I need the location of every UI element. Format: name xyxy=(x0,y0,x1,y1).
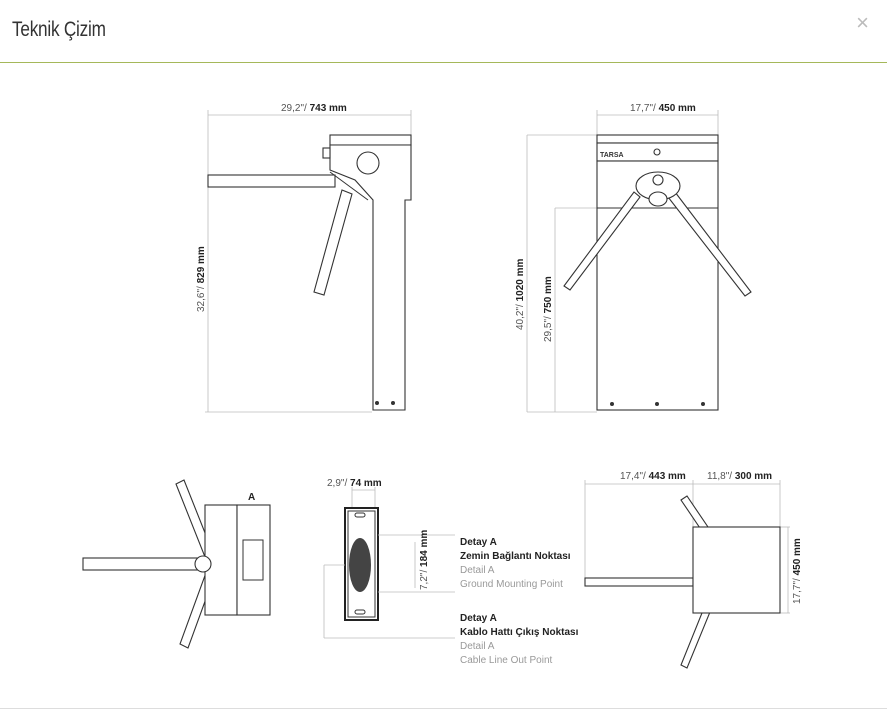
note-title-en: Detail A xyxy=(460,565,495,576)
note-desc: Kablo Hattı Çıkış Noktası xyxy=(460,627,579,638)
top-view-dimensions: 17,4"/ 443 mm 11,8"/ 300 mm 17,7"/ 450 m… xyxy=(584,471,803,669)
top-width-a-dimension: 17,4"/ 443 mm xyxy=(620,471,686,482)
side-view: 29,2"/ 743 mm 32,6"/ 829 mm xyxy=(196,103,412,413)
front-width-dimension: 17,7"/ 450 mm xyxy=(630,103,696,114)
note-desc-en: Ground Mounting Point xyxy=(460,579,563,590)
note-title-en: Detail A xyxy=(460,641,495,652)
side-width-dimension: 29,2"/ 743 mm xyxy=(281,103,347,114)
note-desc-en: Cable Line Out Point xyxy=(460,655,553,666)
close-icon[interactable]: × xyxy=(856,10,869,35)
side-height-dimension: 32,6"/ 829 mm xyxy=(196,246,207,312)
front-view: 17,7"/ 450 mm 40,2"/ 1020 mm 29,5"/ 750 … xyxy=(515,103,752,413)
modal-footer-divider xyxy=(0,708,887,709)
front-arm-height-dimension: 29,5"/ 750 mm xyxy=(543,276,554,342)
detail-a-view: 2,9"/ 74 mm 7,2"/ 184 mm Detay A Zemin B… xyxy=(323,478,579,666)
top-depth-dimension: 17,7"/ 450 mm xyxy=(792,538,803,604)
modal-header: Teknik Çizim × xyxy=(0,0,887,63)
note-title: Detay A xyxy=(460,537,497,548)
detail-a-marker: A xyxy=(248,492,255,503)
note-ground-mounting: Detay A Zemin Bağlantı Noktası Detail A … xyxy=(460,537,571,590)
tarsa-logo: TARSA xyxy=(600,152,624,159)
detail-height-dimension: 7,2"/ 184 mm xyxy=(419,530,430,590)
note-title: Detay A xyxy=(460,613,497,624)
modal-title: Teknik Çizim xyxy=(12,18,106,41)
note-desc: Zemin Bağlantı Noktası xyxy=(460,551,571,562)
top-width-b-dimension: 11,8"/ 300 mm xyxy=(707,471,772,482)
front-height-dimension: 40,2"/ 1020 mm xyxy=(515,259,526,330)
top-view: A xyxy=(82,479,271,649)
detail-width-dimension: 2,9"/ 74 mm xyxy=(327,478,382,489)
note-cable-line: Detay A Kablo Hattı Çıkış Noktası Detail… xyxy=(460,613,579,666)
